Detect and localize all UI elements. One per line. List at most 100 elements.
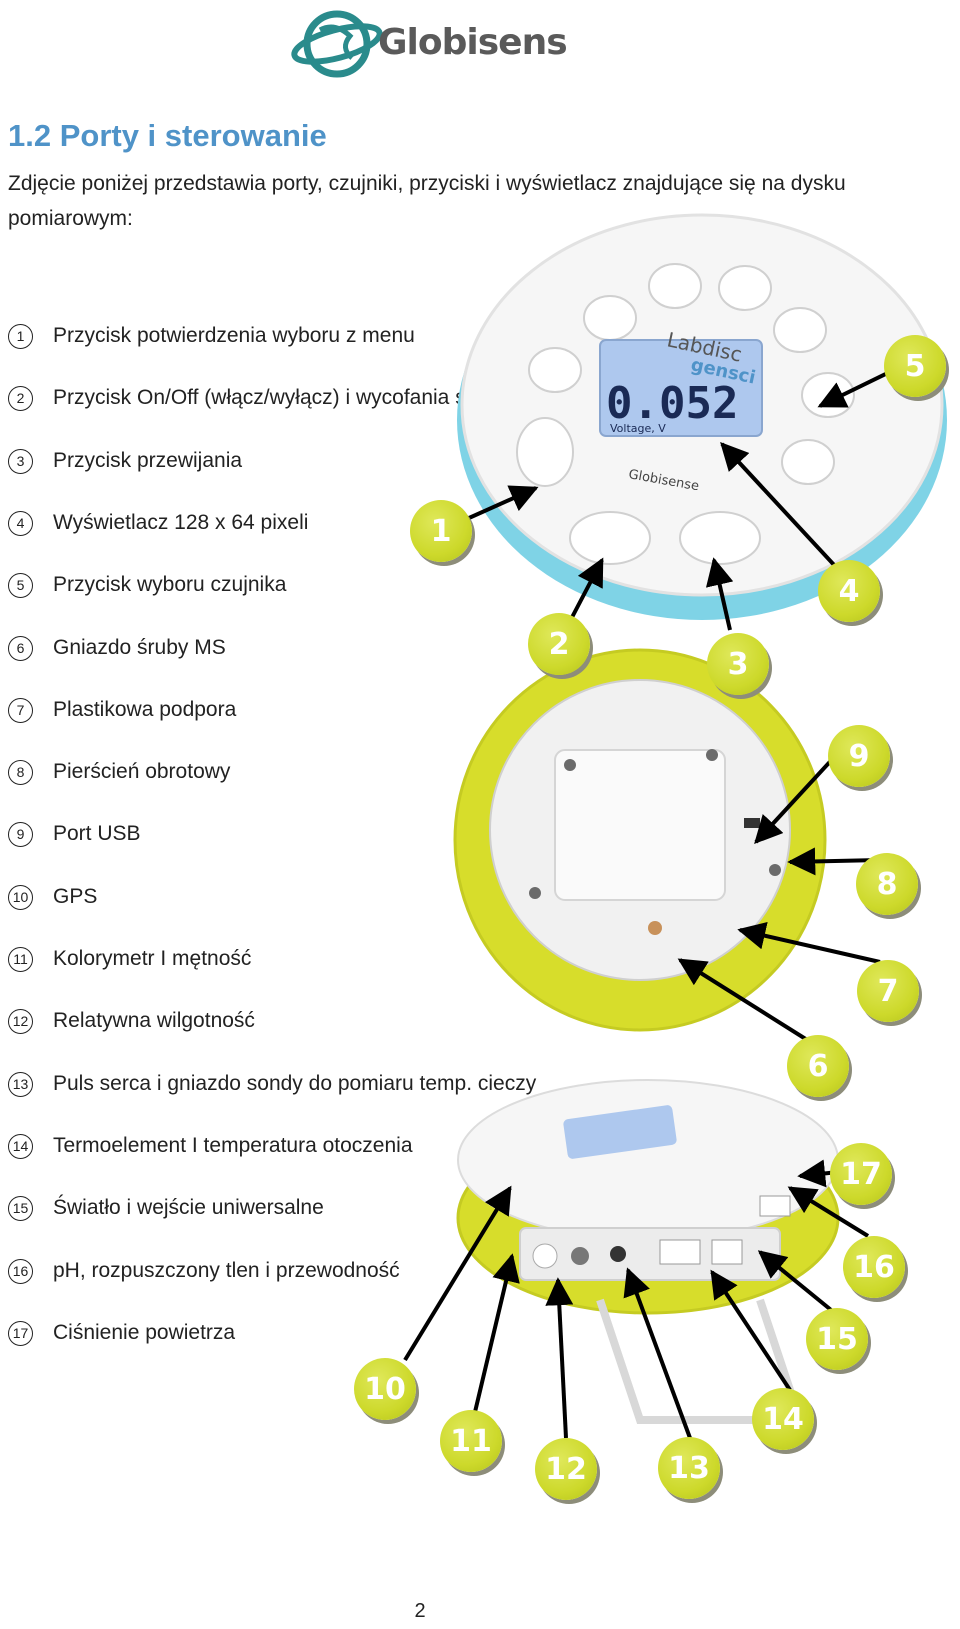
callout-11: 11 xyxy=(440,1410,502,1472)
legend-item: 12 Relatywna wilgotność xyxy=(8,1003,255,1039)
logo-text: Globisens xyxy=(378,22,568,63)
callout-17: 17 xyxy=(830,1143,892,1205)
legend-number: 14 xyxy=(8,1133,33,1159)
universal-port xyxy=(711,1239,743,1265)
arrow-2 xyxy=(566,557,604,626)
callout-5: 5 xyxy=(884,335,946,397)
legend-number: 13 xyxy=(8,1071,33,1097)
legend-label: Przycisk On/Off (włącz/wyłącz) i wycofan… xyxy=(53,386,483,409)
legend-item: 10 GPS xyxy=(8,879,97,915)
legend-number: 12 xyxy=(8,1008,33,1034)
callout-6: 6 xyxy=(787,1035,849,1097)
screw xyxy=(769,864,781,876)
section-title: 1.2 Porty i sterowanie xyxy=(8,118,327,153)
arrow-13 xyxy=(623,1267,692,1439)
gps-port xyxy=(532,1243,558,1269)
battery-cover xyxy=(554,749,726,901)
legend-label: Plastikowa podpora xyxy=(53,698,237,721)
legend-number: 4 xyxy=(8,510,33,536)
device-top-view: 0.052 Voltage, V Labdisc gensci Globisen… xyxy=(457,213,947,620)
select-button xyxy=(516,417,574,487)
sensor-button xyxy=(583,295,637,341)
arrow-6 xyxy=(677,958,822,1050)
legend-item: 9 Port USB xyxy=(8,816,141,852)
sensor-button xyxy=(781,439,835,485)
callout-13: 13 xyxy=(658,1437,720,1499)
sensor-button xyxy=(648,263,702,309)
callout-2: 2 xyxy=(528,613,590,675)
legend-number: 15 xyxy=(8,1195,33,1221)
legend-item: 16 pH, rozpuszczony tlen i przewodność xyxy=(8,1253,400,1289)
thermocouple-port xyxy=(659,1239,701,1265)
callout-7: 7 xyxy=(857,960,919,1022)
plastic-stand xyxy=(596,1298,806,1424)
legend-label: Relatywna wilgotność xyxy=(53,1009,255,1032)
page-number: 2 xyxy=(414,1600,426,1622)
legend-item: 14 Termoelement I temperatura otoczenia xyxy=(8,1128,413,1164)
legend-item: 13 Puls serca i gniazdo sondy do pomiaru … xyxy=(8,1066,536,1102)
legend-label: Termoelement I temperatura otoczenia xyxy=(53,1134,413,1157)
legend-item: 4 Wyświetlacz 128 x 64 pixeli xyxy=(8,505,308,541)
colorimeter-port xyxy=(571,1247,589,1265)
globe-icon xyxy=(291,10,383,78)
legend-label: Ciśnienie powietrza xyxy=(53,1321,236,1344)
callout-4: 4 xyxy=(818,560,880,622)
sensor-button xyxy=(718,265,772,311)
callout-8: 8 xyxy=(856,853,918,915)
legend-label: Gniazdo śruby MS xyxy=(53,636,226,659)
callout-10: 10 xyxy=(354,1358,416,1420)
device-side-view xyxy=(456,1079,840,1424)
callout-1: 1 xyxy=(410,500,472,562)
arrow-3 xyxy=(705,557,734,631)
legend-number: 7 xyxy=(8,697,33,723)
callout-3: 3 xyxy=(707,633,769,695)
screw xyxy=(706,749,718,761)
legend-label: pH, rozpuszczony tlen i przewodność xyxy=(53,1259,400,1282)
legend-label: GPS xyxy=(53,885,98,908)
side-lcd xyxy=(563,1105,677,1159)
legend-number: 9 xyxy=(8,821,33,847)
sensor-button xyxy=(528,347,582,393)
arrow-4 xyxy=(720,441,850,582)
legend-number: 17 xyxy=(8,1320,33,1346)
legend-number: 2 xyxy=(8,385,33,411)
ph-port xyxy=(759,1195,791,1217)
screw xyxy=(529,887,541,899)
usb-port xyxy=(744,818,760,828)
legend-item: 15 Światło i wejście uniwersalne xyxy=(8,1190,324,1226)
legend-number: 11 xyxy=(8,946,33,972)
arrow-14 xyxy=(710,1269,792,1392)
lcd-caption: Voltage, V xyxy=(610,422,666,435)
sensor-button xyxy=(773,307,827,353)
callout-16: 16 xyxy=(843,1236,905,1298)
legend-number: 6 xyxy=(8,635,33,661)
device-back-view xyxy=(453,648,827,1032)
legend-label: Przycisk przewijania xyxy=(53,449,243,472)
legend-label: Przycisk potwierdzenia wyboru z menu xyxy=(53,324,415,347)
arrow-1 xyxy=(459,485,539,524)
arrow-12 xyxy=(545,1277,574,1439)
lcd-display xyxy=(599,339,763,437)
ms-screw-socket xyxy=(648,921,662,935)
power-button xyxy=(569,511,651,565)
temp-probe-port xyxy=(610,1246,626,1262)
arrow-15 xyxy=(757,1250,838,1316)
arrow-16 xyxy=(787,1186,870,1238)
legend-label: Kolorymetr I mętność xyxy=(53,947,252,970)
legend-number: 5 xyxy=(8,572,33,598)
legend-label: Wyświetlacz 128 x 64 pixeli xyxy=(53,511,309,534)
lcd-value: 0.052 xyxy=(606,378,738,429)
legend-number: 10 xyxy=(8,884,33,910)
legend-item: 7 Plastikowa podpora xyxy=(8,692,236,728)
globisens-logo: Globisens xyxy=(290,0,568,90)
legend-number: 16 xyxy=(8,1258,33,1284)
legend-label: Puls serca i gniazdo sondy do pomiaru te… xyxy=(53,1072,537,1095)
legend-label: Światło i wejście uniwersalne xyxy=(53,1196,324,1219)
callout-15: 15 xyxy=(806,1308,868,1370)
legend-item: 2 Przycisk On/Off (włącz/wyłącz) i wycofa… xyxy=(8,380,482,416)
legend-label: Port USB xyxy=(53,822,141,845)
